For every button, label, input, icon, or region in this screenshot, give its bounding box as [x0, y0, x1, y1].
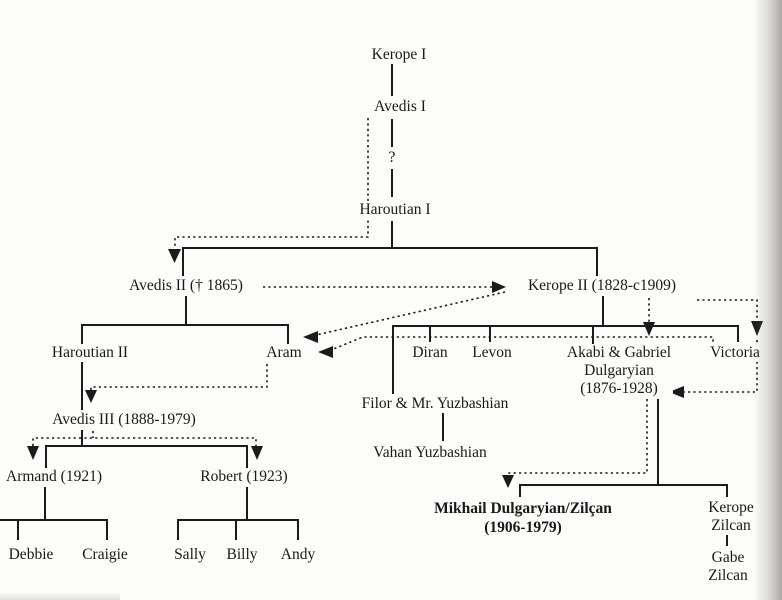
arrowhead-down-armand	[27, 446, 39, 460]
node-haroutian-ii: Haroutian II	[49, 344, 131, 362]
node-victoria: Victoria	[708, 344, 762, 362]
node-sally: Sally	[172, 546, 208, 564]
arrowhead-left-aram-upper	[303, 331, 318, 343]
node-billy: Billy	[224, 546, 260, 564]
dotted-victoria-to-aram	[330, 336, 714, 351]
arrowhead-down-mikhail	[502, 475, 514, 488]
node-filor-mr-yuzbashian: Filor & Mr. Yuzbashian	[359, 395, 511, 413]
node-gabe-zilcan: Gabe Zilcan	[701, 549, 755, 585]
dotted-kerope2-to-victoria-margin	[697, 299, 758, 320]
bar-avedis2-children	[81, 324, 289, 344]
node-craigie: Craigie	[80, 546, 130, 564]
bar-avedis3-children	[45, 445, 248, 468]
arrowhead-down-victoria	[751, 321, 763, 336]
node-aram: Aram	[264, 344, 304, 362]
node-akabi-gabriel-dulgaryian: Akabi & Gabriel Dulgaryian (1876-1928)	[564, 344, 674, 398]
arrowhead-right-kerope2	[492, 281, 506, 293]
node-unknown-generation: ?	[386, 149, 398, 167]
bar-haroutian1-children	[182, 247, 598, 276]
arrowhead-down-avedis3	[85, 390, 97, 403]
node-diran: Diran	[410, 344, 450, 362]
node-levon: Levon	[470, 344, 514, 362]
bar-robert-children	[177, 519, 299, 540]
node-robert: Robert (1923)	[198, 468, 290, 486]
bar-armand-children	[0, 519, 108, 540]
dotted-avedis1-to-avedis2	[174, 118, 369, 249]
node-avedis-ii: Avedis II († 1865)	[127, 277, 245, 295]
bar-kerope2-children	[392, 325, 739, 394]
arrowhead-down-robert	[251, 446, 263, 460]
dotted-avedis3-to-sons	[32, 431, 257, 446]
node-mikhail-dulgaryian-zilcan: Mikhail Dulgaryian/Zilçan (1906-1979)	[432, 499, 614, 537]
dotted-aram-to-avedis3	[90, 364, 268, 390]
node-vahan-yuzbashian: Vahan Yuzbashian	[371, 444, 489, 462]
node-andy: Andy	[278, 546, 318, 564]
arrowhead-left-dulgaryian	[669, 386, 684, 398]
dotted-kerope2-to-aram-upper	[315, 291, 506, 336]
node-avedis-i: Avedis I	[372, 98, 428, 116]
node-haroutian-i: Haroutian I	[357, 201, 433, 219]
dotted-akabi-to-mikhail	[507, 399, 648, 475]
bar-akabi-children	[519, 484, 728, 497]
node-kerope-ii: Kerope II (1828-c1909)	[525, 277, 679, 295]
node-avedis-iii: Avedis III (1888-1979)	[50, 411, 198, 429]
node-armand: Armand (1921)	[4, 468, 104, 486]
arrowhead-left-aram-lower	[318, 346, 333, 358]
arrowhead-down-akabi	[643, 322, 655, 336]
node-kerope-zilcan: Kerope Zilcan	[705, 499, 757, 535]
node-debbie: Debbie	[6, 546, 56, 564]
arrowhead-down-avedis2	[168, 249, 181, 263]
node-kerope-i: Kerope I	[369, 46, 429, 64]
